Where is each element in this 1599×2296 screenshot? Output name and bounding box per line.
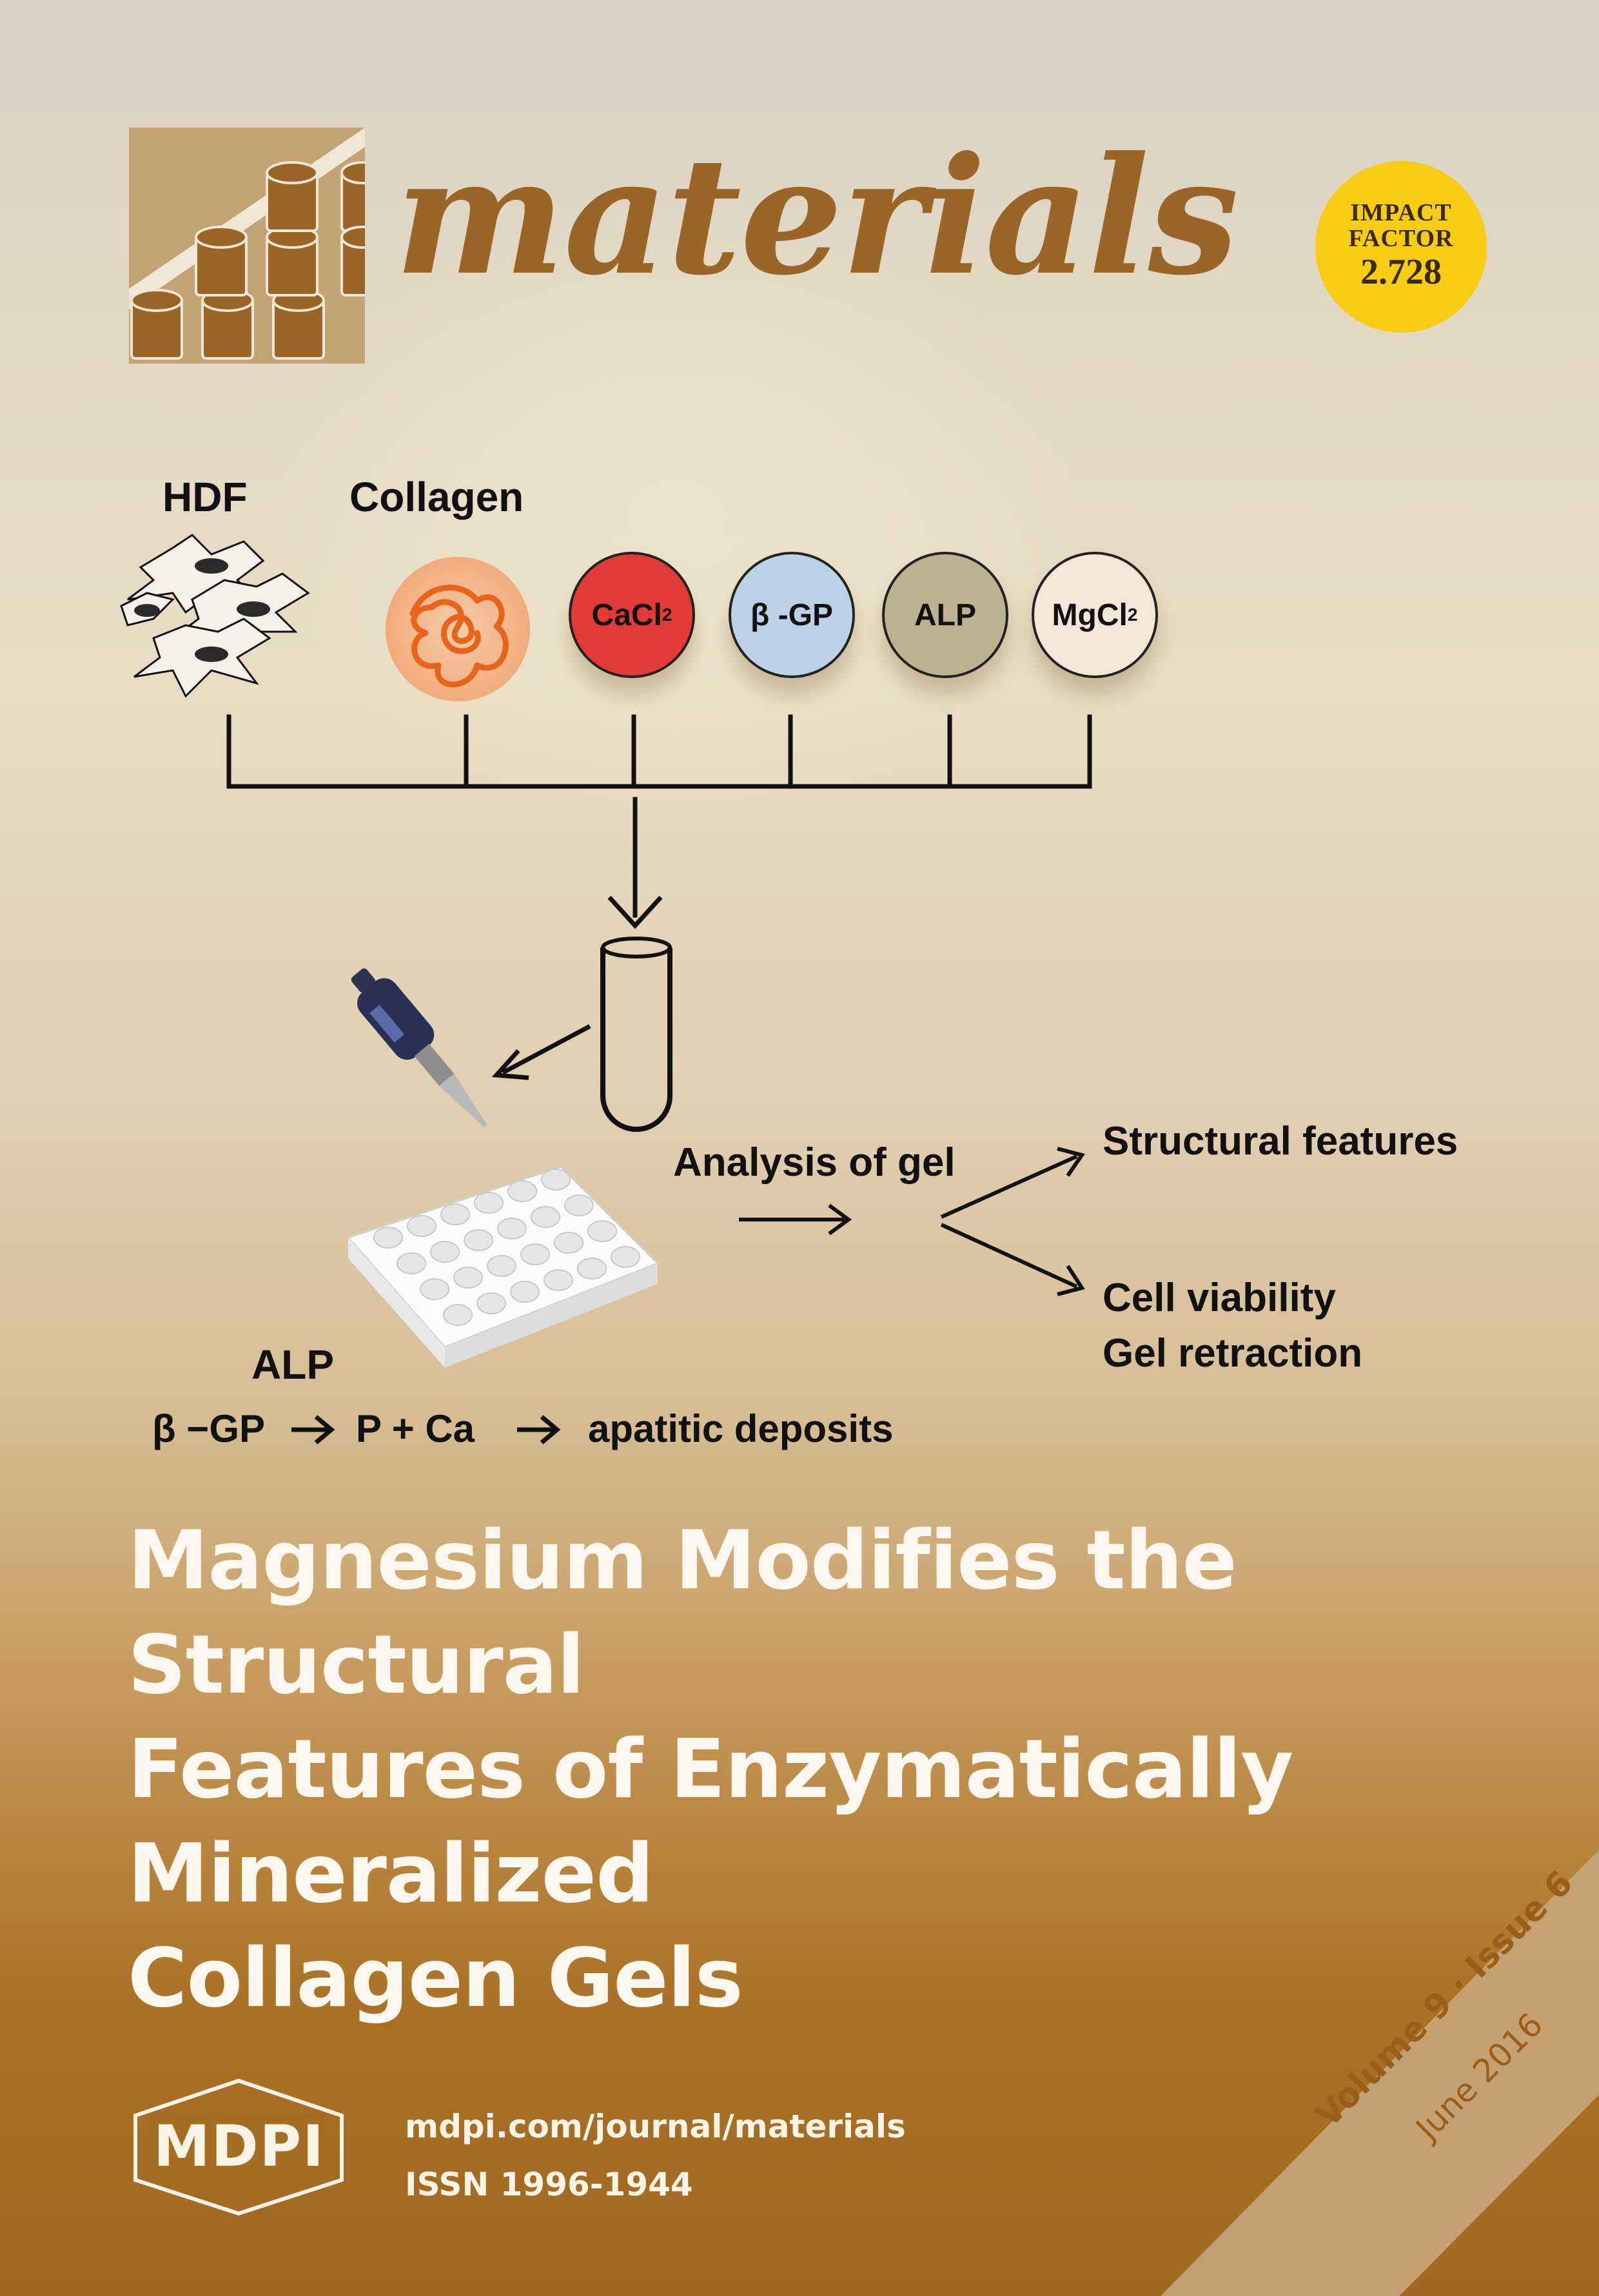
- materials-logo-mark: [129, 128, 365, 364]
- cacl2-label: CaCl: [591, 598, 662, 632]
- mgcl2-label: MgCl: [1052, 598, 1128, 632]
- impact-factor-value: 2.728: [1360, 252, 1442, 292]
- analysis-of-gel-label: Analysis of gel: [673, 1140, 956, 1185]
- journal-url[interactable]: mdpi.com/journal/materials: [405, 2108, 906, 2145]
- fibroblast-cells-icon: [120, 534, 310, 698]
- mdpi-logo: [133, 2078, 344, 2216]
- reaction-arrow-icon: [291, 1415, 335, 1445]
- article-title-line: Collagen Gels: [128, 1931, 743, 2025]
- alp-enzyme-label: ALP: [251, 1341, 334, 1388]
- collagen-icon: [386, 557, 530, 701]
- apatitic-deposits-label: apatitic deposits: [588, 1407, 894, 1450]
- article-title-line: Magnesium Modifies the Structural: [128, 1513, 1237, 1712]
- reaction-arrow-icon: [517, 1415, 561, 1445]
- phosphate-calcium-label: P + Ca: [356, 1407, 475, 1450]
- hdf-label: HDF: [162, 474, 248, 520]
- article-title: Magnesium Modifies the Structural Featur…: [128, 1508, 1585, 2030]
- mgcl2-subscript: 2: [1127, 605, 1138, 625]
- journal-name: materials: [395, 121, 1239, 311]
- alp-label: ALP: [914, 598, 976, 632]
- collagen-label: Collagen: [349, 474, 524, 520]
- issn-label: ISSN 1996-1944: [405, 2166, 693, 2203]
- impact-factor-badge: IMPACT FACTOR 2.728: [1315, 161, 1487, 333]
- structural-features-label: Structural features: [1103, 1119, 1458, 1163]
- article-title-line: Features of Enzymatically Mineralized: [128, 1722, 1293, 1921]
- well-plate-icon: [348, 1165, 660, 1368]
- cacl2-subscript: 2: [662, 605, 672, 625]
- pipette-icon: [351, 968, 487, 1127]
- issue-banner: [1161, 1850, 1599, 2296]
- cell-viability-label: Cell viability: [1103, 1276, 1336, 1320]
- beta-gp-substrate-label: β −GP: [152, 1407, 266, 1450]
- beta-gp-label: β -GP: [750, 598, 833, 632]
- mdpi-logo-text: MDPI: [150, 2113, 329, 2179]
- beta-gp-circle: β -GP: [729, 552, 855, 678]
- alp-circle: ALP: [882, 552, 1008, 678]
- factor-label: FACTOR: [1348, 225, 1454, 252]
- gel-retraction-label: Gel retraction: [1103, 1331, 1363, 1376]
- diagram-connectors: [226, 714, 1092, 1296]
- impact-label: IMPACT: [1350, 199, 1452, 226]
